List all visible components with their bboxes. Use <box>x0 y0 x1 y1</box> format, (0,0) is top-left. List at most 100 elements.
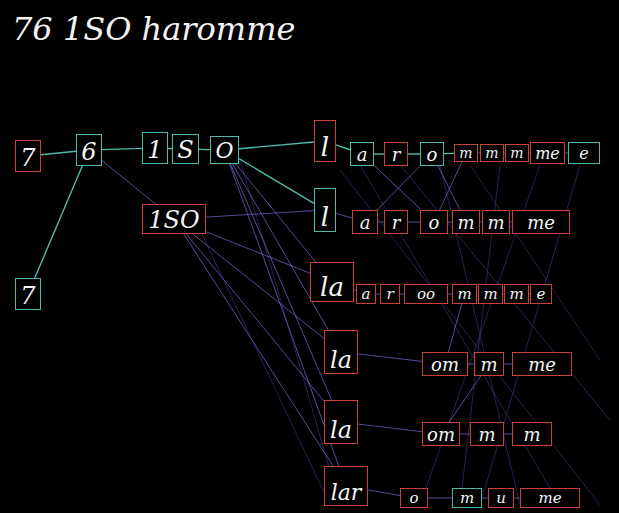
glyph-text: me <box>525 214 557 233</box>
glyph-text: m <box>458 491 476 507</box>
lattice-link <box>460 434 470 435</box>
segment-box: oo <box>404 284 448 304</box>
segment-box: m <box>478 284 503 304</box>
lattice-link <box>449 376 481 422</box>
segment-box: r <box>380 284 400 304</box>
segment-box: m <box>474 352 504 376</box>
lattice-link <box>199 149 210 150</box>
segment-box: 7 <box>15 278 41 310</box>
segment-box: e <box>530 284 552 304</box>
lattice-link <box>408 222 420 223</box>
segment-box: m <box>504 284 529 304</box>
segment-box: u <box>488 488 514 508</box>
handwritten-title: 76 1SO haromme <box>12 10 295 48</box>
glyph-text: oo <box>415 287 437 303</box>
lattice-link <box>336 145 350 150</box>
segment-box: om <box>422 422 460 446</box>
segment-box: m <box>454 144 478 162</box>
lattice-link <box>102 148 142 149</box>
segment-box: 7 <box>15 140 41 172</box>
lattice-link <box>504 434 512 435</box>
lattice-link <box>358 354 422 361</box>
glyph-text: om <box>429 356 461 375</box>
glyph-text: m <box>507 287 525 303</box>
glyph-text: la <box>328 418 354 443</box>
glyph-text: la <box>318 274 346 301</box>
lattice-link <box>206 232 310 273</box>
segment-box: l <box>314 188 336 232</box>
lattice-link <box>230 164 339 466</box>
glyph-text: m <box>481 287 499 303</box>
glyph-text: m <box>521 426 542 445</box>
segment-box: S <box>172 134 199 164</box>
glyph-text: m <box>476 426 497 445</box>
segment-box: me <box>530 142 565 164</box>
lattice-link <box>440 162 462 210</box>
glyph-text: o <box>407 491 420 507</box>
glyph-text: m <box>455 214 476 233</box>
segment-box: m <box>480 144 504 162</box>
segment-box: la <box>324 330 358 374</box>
segment-box: 1 <box>142 132 168 164</box>
lattice-link <box>336 213 352 218</box>
lattice-link <box>377 166 420 210</box>
lattice-link <box>374 154 384 155</box>
lattice-link <box>35 166 82 278</box>
segment-box: la <box>324 400 358 444</box>
glyph-text: m <box>455 287 473 303</box>
segment-box: om <box>422 352 468 376</box>
segment-box: o <box>420 142 444 166</box>
segment-box: me <box>512 210 570 234</box>
segment-box: 6 <box>76 134 102 166</box>
segment-box: m <box>482 210 510 234</box>
lattice-link <box>368 490 400 496</box>
segment-box: a <box>350 142 374 166</box>
segment-box: O <box>210 136 239 164</box>
glyph-text: lar <box>329 482 364 505</box>
glyph-text: m <box>478 356 499 375</box>
glyph-text: m <box>483 146 500 161</box>
glyph-text: l <box>319 134 331 161</box>
segment-box: r <box>384 142 408 166</box>
glyph-text: O <box>213 140 235 163</box>
lattice-link <box>239 142 314 149</box>
segment-box: m <box>505 144 529 162</box>
glyph-text: r <box>390 214 403 233</box>
glyph-text: me <box>536 491 563 507</box>
segment-box: la <box>310 262 354 302</box>
glyph-text: 7 <box>18 284 37 309</box>
segment-box: l <box>314 120 336 162</box>
segment-box: m <box>470 422 504 446</box>
glyph-text: o <box>425 146 440 165</box>
glyph-text: r <box>390 146 403 165</box>
lattice-link <box>186 234 324 401</box>
glyph-text: 1 <box>145 138 164 163</box>
lattice-link <box>41 151 76 154</box>
segment-box: 1SO <box>142 204 206 234</box>
segment-box: a <box>352 210 378 234</box>
glyph-text: e <box>577 146 590 163</box>
glyph-text: l <box>319 204 331 231</box>
glyph-text: me <box>533 146 562 163</box>
glyph-text: m <box>508 146 525 161</box>
glyph-text: u <box>494 491 508 507</box>
lattice-link <box>428 498 452 499</box>
glyph-text: a <box>355 146 370 165</box>
lattice-link <box>444 153 454 154</box>
segment-box: me <box>512 352 572 376</box>
segment-box: o <box>400 488 428 508</box>
glyph-text: la <box>328 348 354 373</box>
glyph-text: 1SO <box>146 208 201 233</box>
segment-box: r <box>384 210 408 234</box>
glyph-text: r <box>384 287 395 303</box>
glyph-text: 7 <box>18 146 37 171</box>
glyph-text: me <box>526 356 558 375</box>
glyph-text: m <box>485 214 506 233</box>
segment-box: a <box>356 284 376 304</box>
lattice-link <box>374 165 421 210</box>
glyph-text: om <box>425 426 457 445</box>
lattice-link <box>102 161 156 204</box>
segment-box: me <box>520 488 580 508</box>
segment-box: lar <box>324 466 368 506</box>
